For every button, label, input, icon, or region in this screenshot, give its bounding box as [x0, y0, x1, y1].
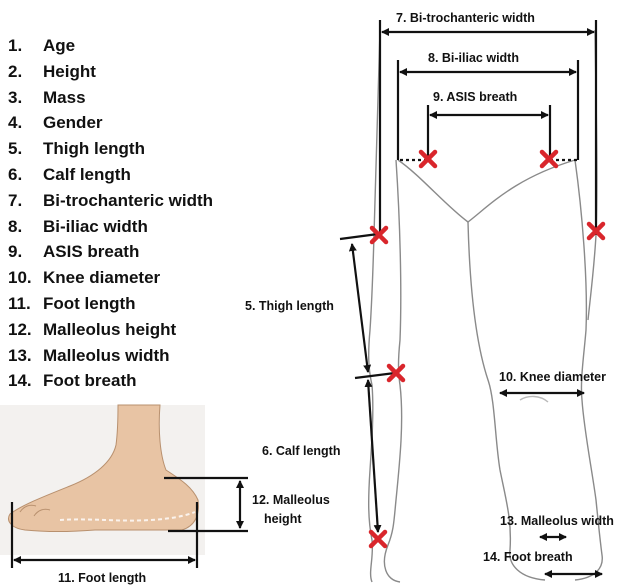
label-thigh-length: 5. Thigh length	[245, 299, 334, 313]
label-foot-length: 11. Foot length	[58, 571, 146, 585]
label-foot-breath: 14. Foot breath	[483, 550, 573, 564]
label-malleolus-height-1: 12. Malleolus	[252, 493, 330, 507]
label-bi-trochanteric: 7. Bi-trochanteric width	[396, 11, 535, 25]
tick-thigh-top	[340, 234, 378, 239]
legs-outline	[369, 30, 603, 582]
landmark-markers	[371, 152, 603, 546]
label-asis: 9. ASIS breath	[433, 90, 517, 104]
foot-illustration	[0, 405, 205, 555]
label-knee-diameter: 10. Knee diameter	[499, 370, 606, 384]
marker-ankle	[371, 532, 385, 546]
label-calf-length: 6. Calf length	[262, 444, 340, 458]
label-malleolus-height-2: height	[264, 512, 302, 526]
label-malleolus-width: 13. Malleolus width	[500, 514, 614, 528]
thigh-length-arrow	[352, 244, 368, 372]
label-bi-iliac: 8. Bi-iliac width	[428, 51, 519, 65]
